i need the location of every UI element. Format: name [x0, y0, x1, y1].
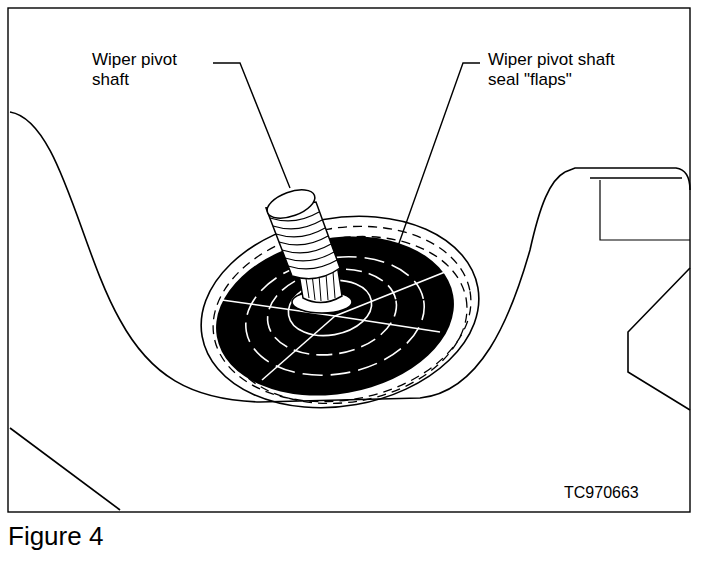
- cowl-recess-outline: [10, 112, 565, 402]
- part-label: Wiper pivot shaft seal "flaps": [488, 50, 648, 89]
- figure-frame: [8, 8, 690, 512]
- seal-ridge: [261, 259, 404, 364]
- cowl-panel-edge: [10, 428, 120, 510]
- leader-line: [398, 63, 480, 246]
- seal-flap-slit: [335, 268, 455, 316]
- part-label: Wiper pivot shaft: [92, 50, 204, 89]
- shaft-threads: [270, 212, 337, 269]
- seal-flap-slit: [262, 316, 335, 380]
- shaft-tip: [263, 184, 318, 224]
- hidden-edge: [199, 207, 485, 422]
- cowl-panel-edge: [590, 177, 682, 179]
- figure-caption: Figure 4: [8, 522, 103, 552]
- mount-hole-outline: [186, 195, 494, 429]
- leader-line: [213, 63, 290, 188]
- cowl-panel-edge: [565, 168, 690, 190]
- cowl-panel-edge: [628, 268, 690, 410]
- cowl-panel-edge: [600, 180, 690, 240]
- figure-code: TC970663: [564, 484, 684, 502]
- pivot-seal: [203, 218, 466, 413]
